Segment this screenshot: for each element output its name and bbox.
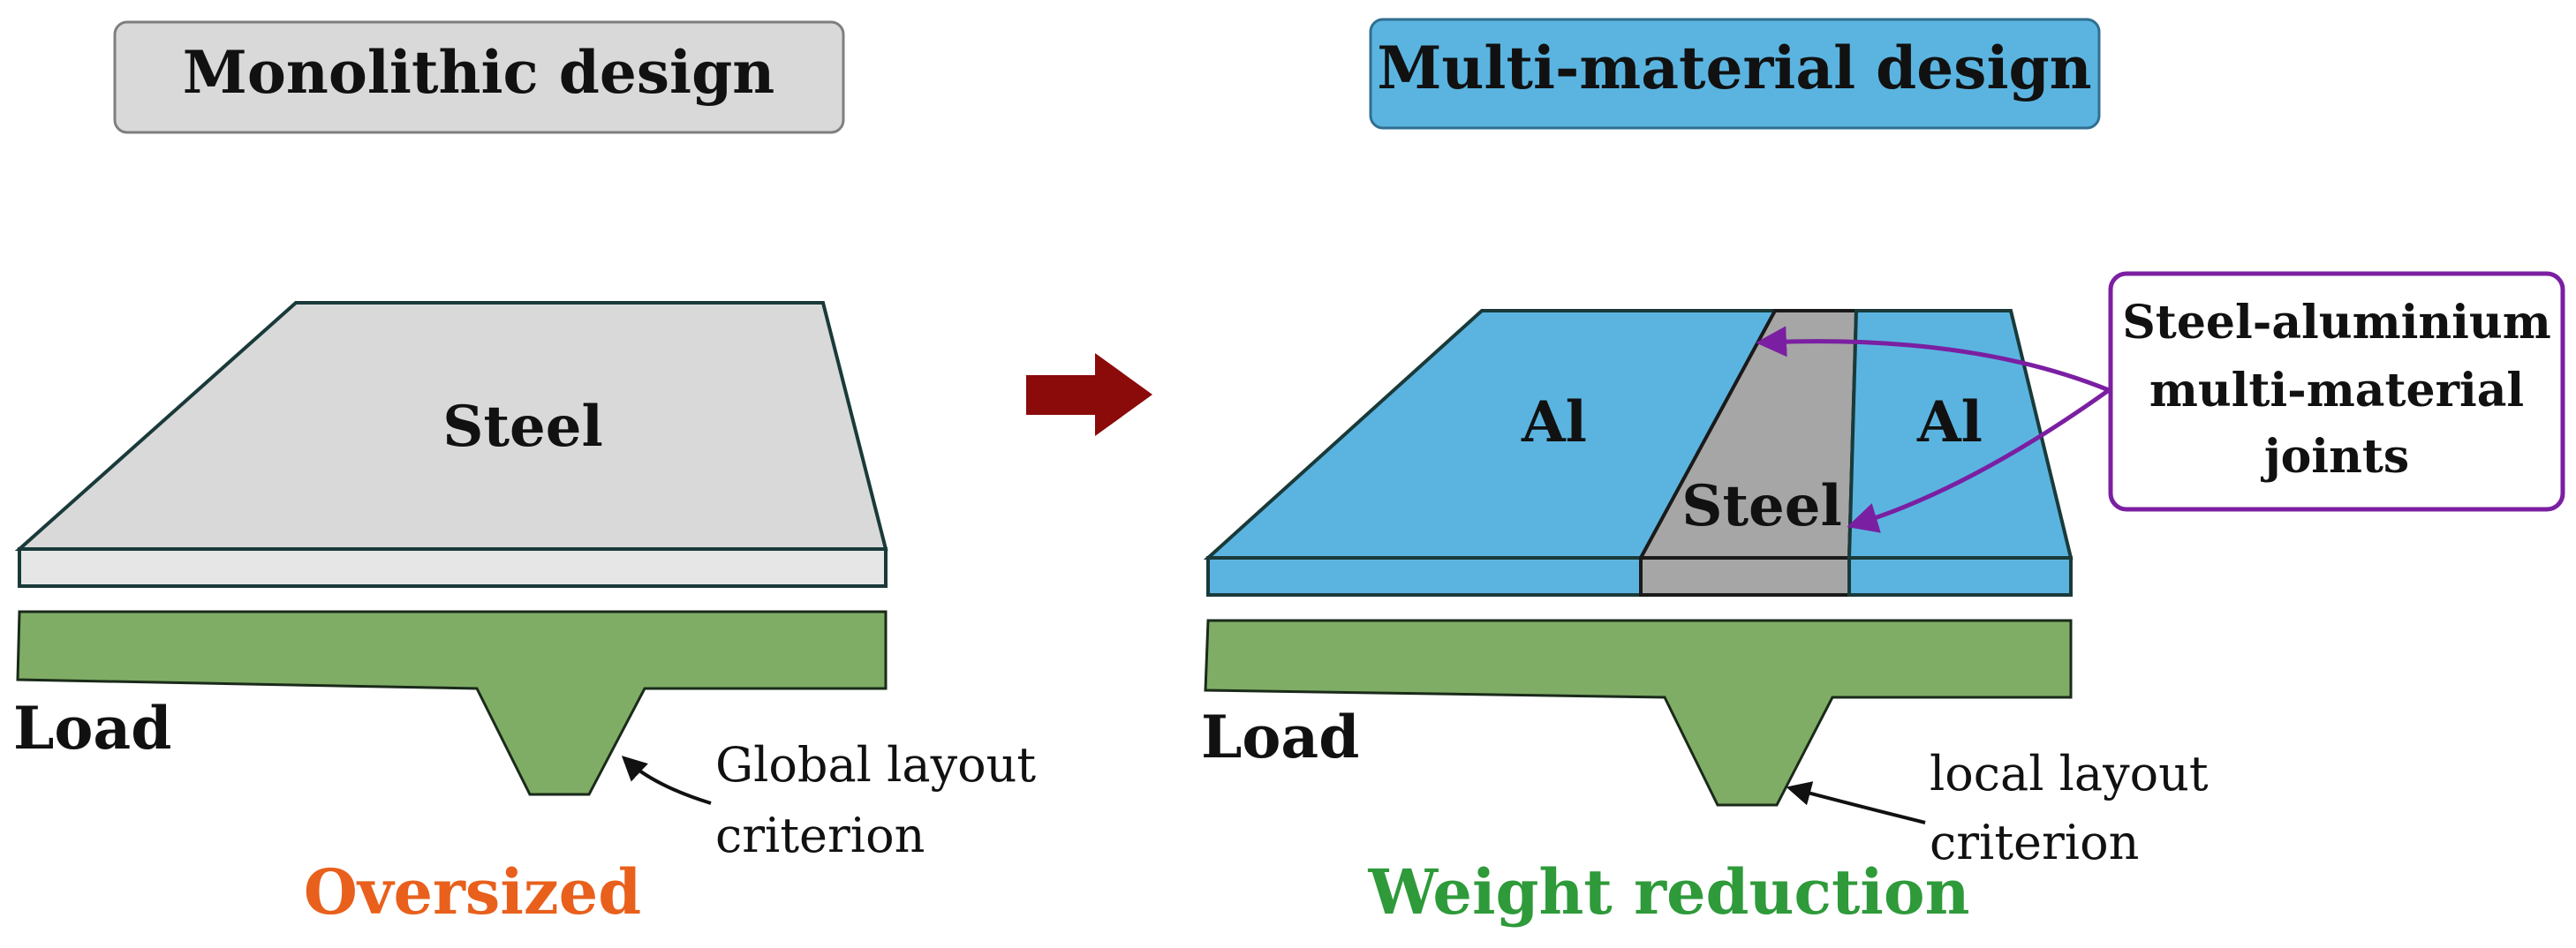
load-profile xyxy=(16,610,888,796)
steel-strip-edge xyxy=(1639,556,1851,597)
joint-arrow-upper xyxy=(1756,326,2110,393)
steel-plate-edge xyxy=(18,547,888,588)
load-profile-right xyxy=(1204,619,2073,807)
al-right-label: Al xyxy=(1916,389,1983,455)
criterion-line-2-right: criterion xyxy=(1930,815,2139,870)
joints-callout-line-2: multi-material xyxy=(2149,364,2524,418)
joint-arrow-lower xyxy=(1847,387,2111,533)
joints-callout-line-3: joints xyxy=(2261,430,2409,484)
result-weight-reduction: Weight reduction xyxy=(1368,855,1970,929)
steel-strip-label: Steel xyxy=(1681,473,1842,539)
al-left-edge xyxy=(1206,556,1643,597)
load-label-right: Load xyxy=(1201,703,1359,771)
criterion-pointer xyxy=(621,756,712,805)
monolithic-title-box xyxy=(113,20,845,134)
steel-plate-label: Steel xyxy=(442,394,603,460)
criterion-pointer-right xyxy=(1786,781,1926,824)
joints-callout-line-1: Steel-aluminium xyxy=(2122,296,2551,350)
al-left-label: Al xyxy=(1521,389,1587,455)
joints-callout-box xyxy=(2108,271,2565,512)
criterion-line-2: criterion xyxy=(715,808,925,863)
criterion-line-1-right: local layout xyxy=(1930,746,2209,801)
multi-material-title: Multi-material design xyxy=(1377,34,2091,102)
transition-arrow-icon xyxy=(1026,353,1152,436)
monolithic-panel: Monolithic design Steel Load Global layo… xyxy=(13,20,1036,929)
result-oversized: Oversized xyxy=(304,855,641,929)
load-label: Load xyxy=(13,694,171,763)
multi-material-title-box xyxy=(1369,18,2101,130)
al-right-edge xyxy=(1847,556,2073,597)
monolithic-title: Monolithic design xyxy=(183,38,774,107)
criterion-line-1: Global layout xyxy=(715,737,1036,793)
multi-material-panel: Multi-material design Al Al Steel Load l… xyxy=(1201,18,2565,929)
